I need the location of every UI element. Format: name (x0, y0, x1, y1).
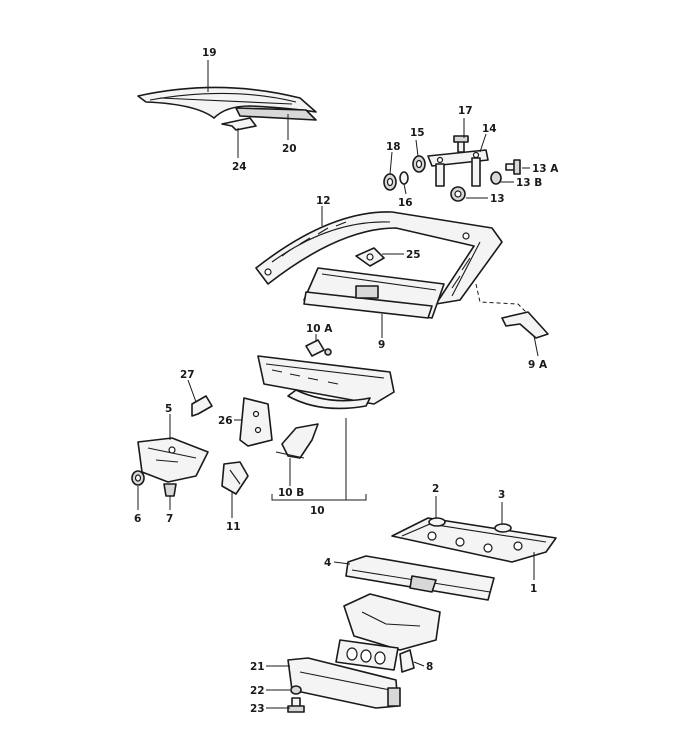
bolt-23 (287, 697, 305, 713)
callout-19: 19 (202, 47, 217, 59)
callout-24: 24 (232, 161, 247, 173)
bracket-plate (335, 639, 399, 671)
lid-inner-panel-9 (303, 267, 445, 319)
callout-26: 26 (218, 415, 233, 427)
callout-7: 7 (166, 513, 173, 525)
callout-21: 21 (250, 661, 265, 673)
bracket-9a (501, 311, 549, 339)
bracket-8 (399, 649, 415, 673)
bracket-27 (191, 395, 213, 417)
nut-18 (383, 173, 397, 191)
grommet-2 (428, 517, 446, 527)
callout-13a: 13 A (532, 163, 559, 175)
bushing-13 (450, 186, 466, 202)
lid-frame-12 (255, 211, 503, 305)
callout-10a: 10 A (306, 323, 333, 335)
mount-21 (287, 657, 401, 709)
callout-15: 15 (410, 127, 425, 139)
callout-11: 11 (226, 521, 241, 533)
callout-1: 1 (530, 583, 537, 595)
callout-labels: 19 20 24 17 15 14 18 13 A 13 B 16 13 12 … (134, 47, 559, 715)
callout-10b: 10 B (278, 487, 304, 499)
roof-strip-20 (235, 107, 317, 121)
bracket-10b (275, 423, 319, 459)
callout-23: 23 (250, 703, 265, 715)
side-panel-5 (137, 437, 209, 483)
callout-18: 18 (386, 141, 401, 153)
callout-12: 12 (316, 195, 331, 207)
callout-9: 9 (378, 339, 385, 351)
callout-2: 2 (432, 483, 439, 495)
roof-panel-19 (137, 86, 317, 119)
nut-15 (412, 155, 426, 173)
callout-8: 8 (426, 661, 433, 673)
clip-10a (305, 339, 332, 357)
callout-4: 4 (324, 557, 331, 569)
hinge-plate-14 (427, 149, 489, 187)
leader-lines (137, 60, 539, 709)
callout-3: 3 (498, 489, 505, 501)
callout-27: 27 (180, 369, 195, 381)
bracket-26 (239, 397, 273, 447)
grommet-3 (494, 523, 512, 533)
bolt-17 (453, 135, 469, 153)
callout-6: 6 (134, 513, 141, 525)
rear-panel-10 (257, 355, 395, 410)
screw-13a (505, 159, 521, 175)
callout-13b: 13 B (516, 177, 542, 189)
latch-25 (355, 247, 385, 267)
washer-22 (290, 685, 302, 695)
grommet-6 (131, 470, 145, 486)
callout-9a: 9 A (528, 359, 548, 371)
bracket-11 (221, 461, 249, 495)
engine-carrier (343, 593, 441, 651)
floor-panel-1 (391, 517, 557, 563)
callout-16: 16 (398, 197, 413, 209)
callout-5: 5 (165, 403, 172, 415)
washer-13b (490, 171, 502, 185)
bracket-24 (221, 117, 257, 131)
callout-20: 20 (282, 143, 297, 155)
callout-10: 10 (310, 505, 325, 517)
callout-17: 17 (458, 105, 473, 117)
callout-25: 25 (406, 249, 421, 261)
washer-16 (399, 171, 409, 185)
callout-22: 22 (250, 685, 265, 697)
plug-7 (163, 483, 177, 497)
callout-14: 14 (482, 123, 497, 135)
crossmember-4 (345, 555, 495, 601)
callout-13: 13 (490, 193, 505, 205)
